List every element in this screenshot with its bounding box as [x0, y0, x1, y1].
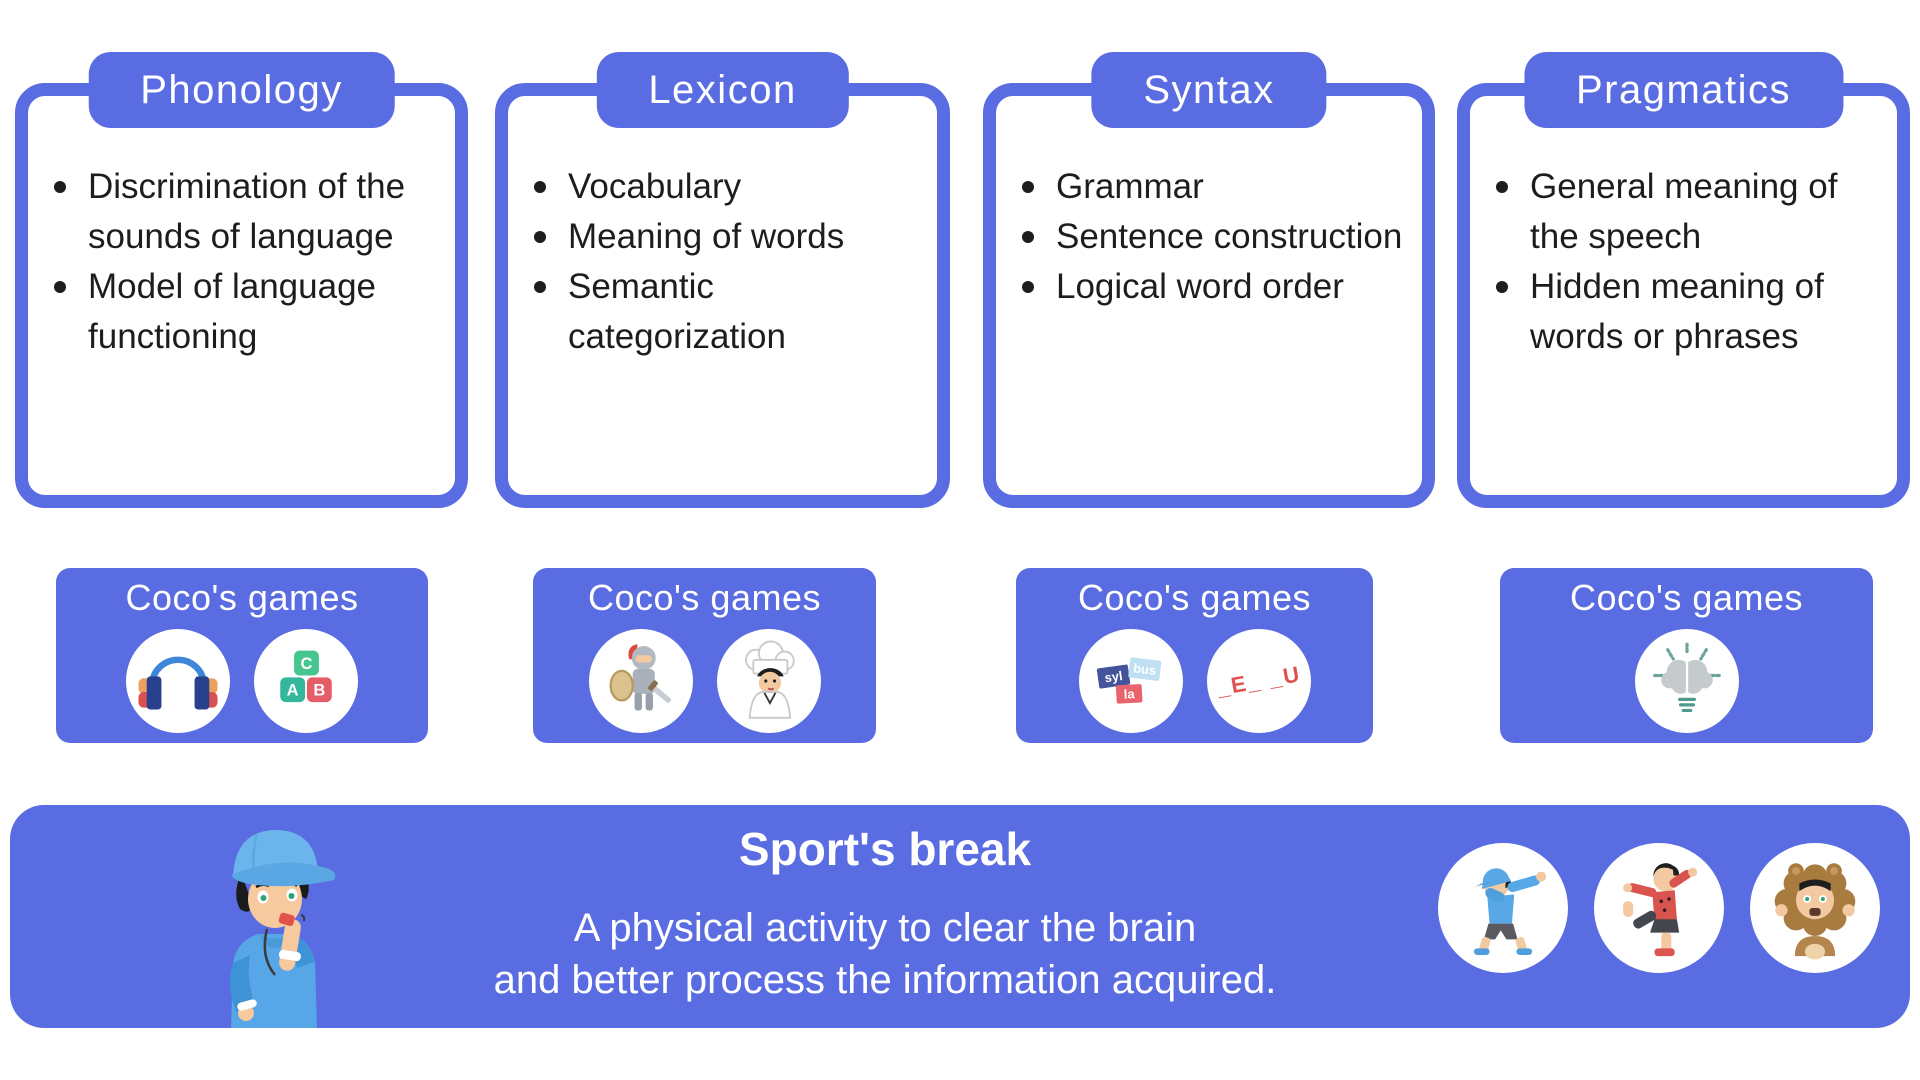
knight-icon — [588, 629, 693, 733]
card-lexicon-list: Vocabulary Meaning of words Semantic cat… — [508, 96, 937, 362]
games-box-pragmatics: Coco's games — [1500, 568, 1873, 743]
games-label: Coco's games — [125, 577, 359, 618]
bullet-item: Vocabulary — [520, 162, 919, 212]
games-box-phonology: Coco's games C — [56, 568, 428, 743]
bullet-item: Hidden meaning of words or phrases — [1482, 262, 1879, 362]
card-phonology-list: Discrimination of the sounds of language… — [28, 96, 455, 362]
bullet-item: Discrimination of the sounds of language — [40, 162, 437, 262]
games-box-syntax: Coco's games syl bus la — [1016, 568, 1373, 743]
bullet-item: Semantic categorization — [520, 262, 919, 362]
bullet-item: Meaning of words — [520, 212, 919, 262]
card-syntax-list: Grammar Sentence construction Logical wo… — [996, 96, 1422, 312]
exercising-boy-icon — [1594, 843, 1724, 973]
bullet-item: Sentence construction — [1008, 212, 1404, 262]
svg-text:_E_ _U: _E_ _U — [1214, 661, 1303, 700]
chef-icon — [716, 629, 821, 733]
missing-letters-icon: _E_ _U — [1206, 629, 1311, 733]
bullet-item: Grammar — [1008, 162, 1404, 212]
card-phonology: Phonology Discrimination of the sounds o… — [15, 52, 468, 508]
dabbing-boy-icon — [1438, 843, 1568, 973]
brain-idea-icon — [1634, 629, 1739, 733]
card-pragmatics: Pragmatics General meaning of the speech… — [1457, 52, 1910, 508]
games-box-lexicon: Coco's games — [533, 568, 876, 743]
svg-text:la: la — [1123, 686, 1135, 702]
games-label: Coco's games — [588, 577, 821, 618]
svg-text:A: A — [287, 681, 299, 700]
card-lexicon: Lexicon Vocabulary Meaning of words Sema… — [495, 52, 950, 508]
banner-line-2: and better process the information acqui… — [493, 958, 1277, 1002]
card-pragmatics-title: Pragmatics — [1523, 52, 1844, 128]
sports-break-banner: Sport's break A physical activity to cle… — [10, 805, 1910, 1028]
lion-costume-kid-icon — [1750, 843, 1880, 973]
headphones-icon — [126, 629, 230, 733]
abc-blocks-icon: C A B — [254, 629, 358, 733]
card-phonology-title: Phonology — [88, 52, 395, 128]
bullet-item: Model of language functioning — [40, 262, 437, 362]
bullet-item: General meaning of the speech — [1482, 162, 1879, 262]
card-pragmatics-list: General meaning of the speech Hidden mea… — [1470, 96, 1897, 362]
coach-with-whistle-icon — [197, 815, 347, 1028]
card-syntax: Syntax Grammar Sentence construction Log… — [983, 52, 1435, 508]
svg-text:B: B — [313, 681, 325, 700]
card-lexicon-title: Lexicon — [596, 52, 849, 128]
banner-line-1: A physical activity to clear the brain — [573, 906, 1197, 950]
syllable-tiles-icon: syl bus la — [1078, 629, 1183, 733]
games-label: Coco's games — [1078, 577, 1311, 618]
card-syntax-title: Syntax — [1091, 52, 1327, 128]
games-label: Coco's games — [1570, 577, 1803, 618]
banner-title: Sport's break — [738, 823, 1032, 875]
svg-text:bus: bus — [1132, 660, 1157, 678]
svg-text:syl: syl — [1103, 668, 1123, 685]
svg-text:C: C — [300, 654, 312, 673]
bullet-item: Logical word order — [1008, 262, 1404, 312]
